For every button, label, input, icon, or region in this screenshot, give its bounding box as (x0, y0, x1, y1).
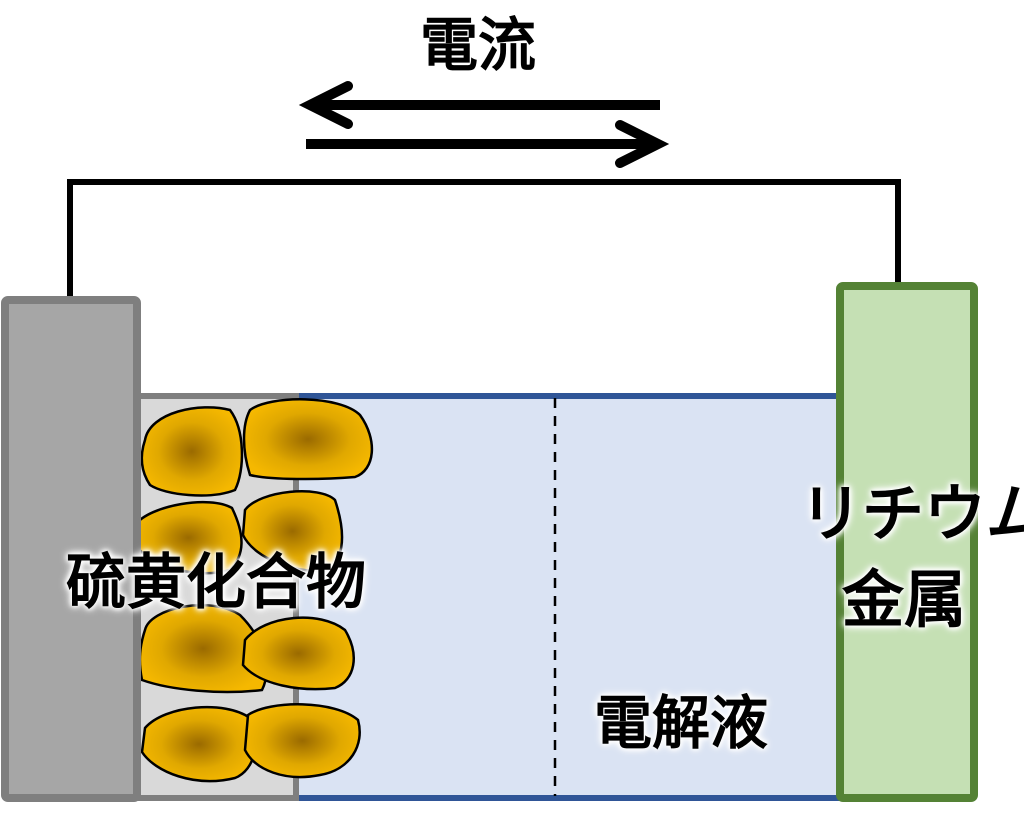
current-arrow-left (298, 81, 660, 129)
lithium-anode (836, 282, 978, 802)
anode-label-line1: リチウム (800, 477, 1024, 550)
particle (242, 398, 374, 481)
current-arrow-right (306, 120, 670, 168)
particle (133, 500, 243, 575)
external-wire (67, 179, 901, 300)
cathode-material-label: 硫黄化合物 (66, 548, 366, 618)
sulfur-particles (133, 398, 374, 783)
current-label: 電流 (420, 11, 537, 79)
electrolyte-label: 電解液 (594, 689, 769, 757)
particle (140, 406, 244, 497)
particle (241, 490, 344, 573)
particle (243, 703, 361, 779)
cathode-current-collector (1, 296, 141, 802)
anode-label-line2: 金属 (842, 563, 967, 636)
particle (241, 616, 355, 691)
